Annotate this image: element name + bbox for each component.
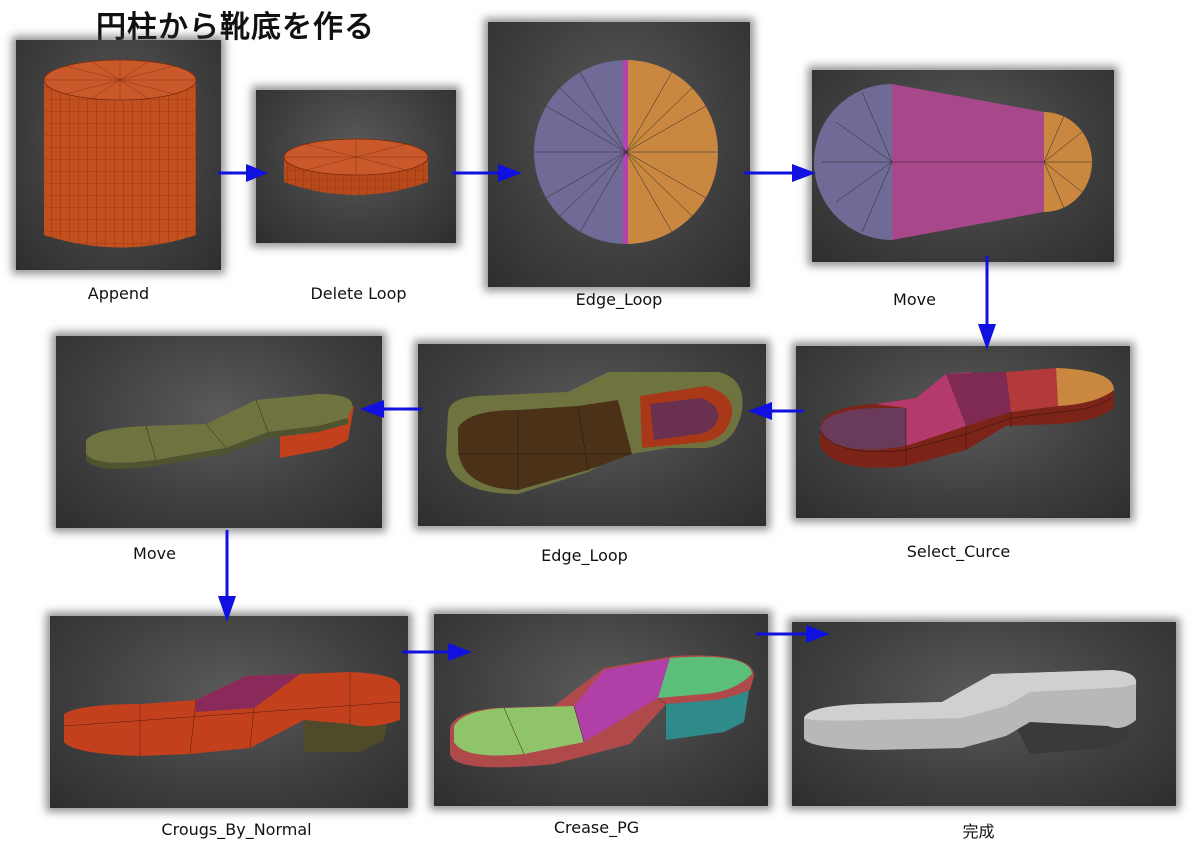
arrow-down-icon (216, 530, 238, 622)
step-7-viewport (56, 336, 382, 528)
thick-sole-image (63, 672, 401, 756)
step-9-label: Crease_PG (553, 818, 640, 837)
sole-underside-image (446, 372, 743, 494)
stretched-shape-image (814, 84, 1092, 240)
step-3-label: Edge_Loop (575, 290, 663, 309)
step-4-label: Move (893, 290, 936, 309)
disc-mesh-image (283, 138, 429, 195)
step-5-label: Select_Curce (906, 542, 1011, 561)
step-10-label: 完成 (962, 822, 995, 841)
raised-heel-sole-image (86, 394, 354, 469)
step-8-label: Crougs_By_Normal (161, 820, 312, 839)
arrow-right-icon (756, 623, 830, 645)
cylinder-mesh-image (43, 59, 197, 248)
step-2-viewport (256, 90, 456, 243)
arrow-right-icon (452, 162, 522, 184)
step-10-viewport (792, 622, 1176, 806)
step-1-viewport (16, 40, 221, 270)
arrow-right-icon (744, 162, 816, 184)
arrow-left-icon (748, 400, 804, 422)
step-4-viewport (812, 70, 1114, 262)
curved-sole-selection-image (819, 368, 1115, 468)
arrow-right-icon (218, 162, 268, 184)
step-1-label: Append (87, 284, 150, 303)
step-9-viewport (434, 614, 768, 806)
creased-polygroup-sole-image (450, 655, 754, 768)
step-6-label: Edge_Loop (541, 546, 628, 565)
split-circle-image (534, 60, 718, 244)
step-2-label: Delete Loop (310, 284, 407, 303)
finished-sole-image (804, 670, 1137, 754)
arrow-left-icon (360, 398, 422, 420)
step-6-viewport (418, 344, 766, 526)
step-3-viewport (488, 22, 750, 287)
arrow-right-icon (402, 641, 472, 663)
page-title: 円柱から靴底を作る (96, 10, 375, 45)
step-5-viewport (796, 346, 1130, 518)
arrow-down-icon (976, 256, 998, 350)
step-7-label: Move (133, 544, 176, 563)
step-8-viewport (50, 616, 408, 808)
